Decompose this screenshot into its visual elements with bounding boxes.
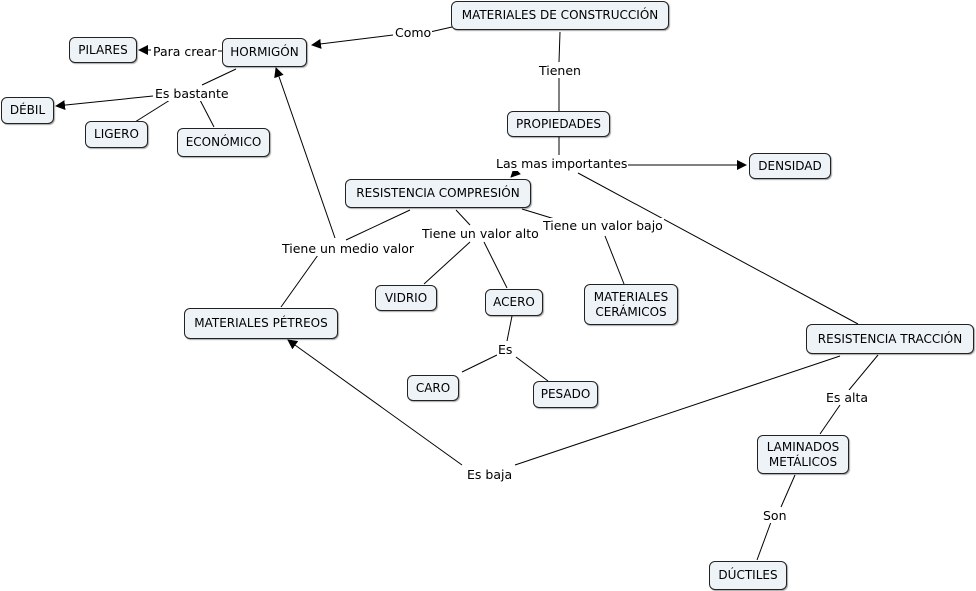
line-alto-acero: [483, 241, 508, 289]
node-hormigon[interactable]: HORMIGÓN: [222, 38, 307, 67]
node-materiales-construccion[interactable]: MATERIALES DE CONSTRUCCIÓN: [451, 1, 669, 30]
line-traccion-esalta: [848, 354, 879, 391]
node-resistencia-traccion[interactable]: RESISTENCIA TRACCIÓN: [806, 324, 974, 354]
label-mas-importantes: Las mas importantes: [495, 156, 629, 171]
line-son-ductiles: [756, 521, 772, 561]
line-esalta-laminados: [819, 404, 841, 435]
line-esbaja-petreos: [287, 339, 463, 466]
line-es-pesado: [515, 356, 549, 382]
line-traccion-esbaja: [514, 355, 841, 466]
line-medio-hormigon: [274, 67, 336, 239]
label-valor-bajo: Tiene un valor bajo: [542, 218, 664, 233]
label-tienen: Tienen: [538, 63, 582, 78]
node-materiales-ceramicos[interactable]: MATERIALES CERÁMICOS: [584, 284, 678, 325]
label-son: Son: [762, 508, 788, 523]
line-medio-petreos: [280, 254, 319, 308]
line-laminados-son: [780, 474, 796, 508]
line-materiales-como: [429, 26, 453, 33]
node-debil[interactable]: DÉBIL: [1, 97, 54, 124]
line-hormigon-esbastante: [201, 68, 237, 86]
line-importantes-traccion: [577, 172, 859, 325]
label-para-crear: Para crear: [152, 44, 218, 59]
label-es-alta: Es alta: [825, 390, 870, 405]
label-es-bastante: Es bastante: [154, 86, 230, 101]
node-laminados-metalicos[interactable]: LAMINADOS METÁLICOS: [757, 435, 849, 474]
line-bajo-ceramicos: [604, 235, 625, 285]
line-materiales-tienen: [558, 31, 561, 63]
line-es-caro: [461, 354, 498, 373]
node-vidrio[interactable]: VIDRIO: [375, 285, 437, 311]
node-caro[interactable]: CARO: [407, 375, 459, 401]
line-esbastante-debil: [55, 95, 154, 111]
label-es: Es: [497, 342, 514, 357]
node-economico[interactable]: ECONÓMICO: [177, 128, 270, 157]
node-materiales-petreos[interactable]: MATERIALES PÉTREOS: [184, 308, 338, 339]
node-ligero[interactable]: LIGERO: [85, 121, 148, 148]
line-compresion-medio: [345, 209, 411, 241]
node-pesado[interactable]: PESADO: [533, 381, 598, 408]
line-alto-vidrio: [423, 241, 471, 285]
line-esbastante-ligero: [134, 99, 171, 123]
node-propiedades[interactable]: PROPIEDADES: [507, 111, 610, 137]
label-como: Como: [394, 25, 433, 40]
node-pilares[interactable]: PILARES: [69, 37, 137, 63]
node-resistencia-compresion[interactable]: RESISTENCIA COMPRESIÓN: [345, 179, 531, 208]
label-es-baja: Es baja: [466, 467, 514, 482]
line-compresion-alto: [455, 209, 471, 226]
node-ductiles[interactable]: DÚCTILES: [709, 561, 787, 590]
label-valor-alto: Tiene un valor alto: [421, 226, 540, 241]
line-acero-es: [506, 315, 513, 342]
line-como-hormigon: [311, 34, 394, 49]
label-medio-valor: Tiene un medio valor: [281, 241, 416, 256]
line-esbastante-economico: [199, 99, 215, 128]
node-acero[interactable]: ACERO: [485, 289, 543, 316]
node-densidad[interactable]: DENSIDAD: [749, 153, 831, 179]
